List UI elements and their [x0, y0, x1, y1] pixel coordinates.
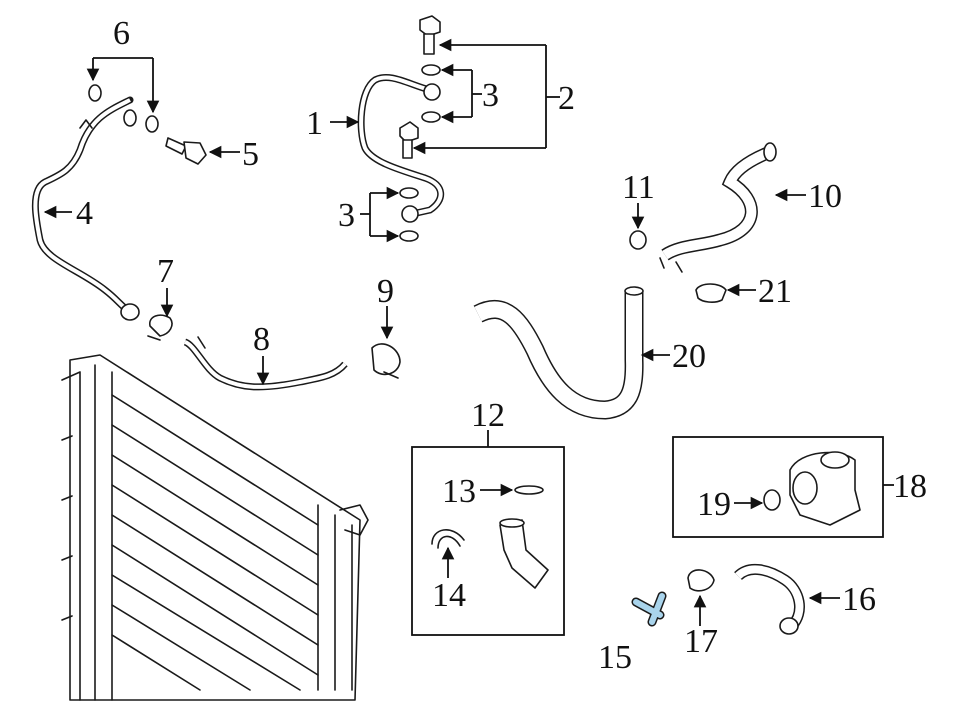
- part-4-tube: [31, 96, 140, 321]
- part-13-hose-elbow: [499, 518, 549, 589]
- part-6-oring-a: [88, 84, 102, 102]
- callout-10: 10: [808, 178, 842, 215]
- callout-labels: 6 5 4 7 8 9 1 2 3 3 11 10 21 20 12 13 14…: [76, 15, 927, 676]
- leader-lines: [43, 38, 894, 626]
- callout-9: 9: [377, 273, 394, 310]
- part-2-bolts: [399, 15, 441, 159]
- callout-13: 13: [442, 473, 476, 510]
- part-10-hose: [659, 142, 777, 273]
- part-18-assembly-box: [672, 436, 884, 538]
- callout-5: 5: [242, 136, 259, 173]
- callout-4: 4: [76, 195, 93, 232]
- part-20-hose: [473, 286, 644, 420]
- radiator: [61, 354, 369, 701]
- callout-1: 1: [306, 105, 323, 142]
- callout-17: 17: [684, 623, 718, 660]
- part-9-clamp: [371, 343, 401, 379]
- part-17-clamp: [687, 569, 715, 592]
- callout-3-upper: 3: [482, 77, 499, 114]
- part-5-bolt: [165, 137, 207, 165]
- part-16-hose: [734, 563, 805, 635]
- callout-3-lower: 3: [338, 197, 355, 234]
- part-13-oring: [514, 485, 544, 495]
- part-11-oring: [629, 230, 647, 250]
- callout-12: 12: [471, 397, 505, 434]
- part-15-tee-fitting: [631, 591, 667, 627]
- callout-18: 18: [893, 468, 927, 505]
- part-21-clamp: [695, 283, 727, 303]
- part-8-tube: [183, 336, 348, 391]
- callout-7: 7: [157, 253, 174, 290]
- callout-14: 14: [432, 577, 466, 614]
- part-3-orings: [399, 64, 441, 242]
- callout-11: 11: [622, 169, 655, 206]
- callout-15: 15: [598, 639, 632, 676]
- callout-21: 21: [758, 273, 792, 310]
- callout-6: 6: [113, 15, 130, 52]
- callout-20: 20: [672, 338, 706, 375]
- callout-2: 2: [558, 80, 575, 117]
- callout-16: 16: [842, 581, 876, 618]
- callout-19: 19: [697, 486, 731, 523]
- part-14-clip: [431, 529, 465, 549]
- part-6-oring-b: [145, 115, 159, 133]
- part-1-tube: [357, 73, 445, 223]
- part-19-oring: [763, 489, 781, 511]
- part-18-thermostat-housing: [789, 451, 861, 526]
- part-7-clamp: [147, 314, 173, 341]
- callout-8: 8: [253, 321, 270, 358]
